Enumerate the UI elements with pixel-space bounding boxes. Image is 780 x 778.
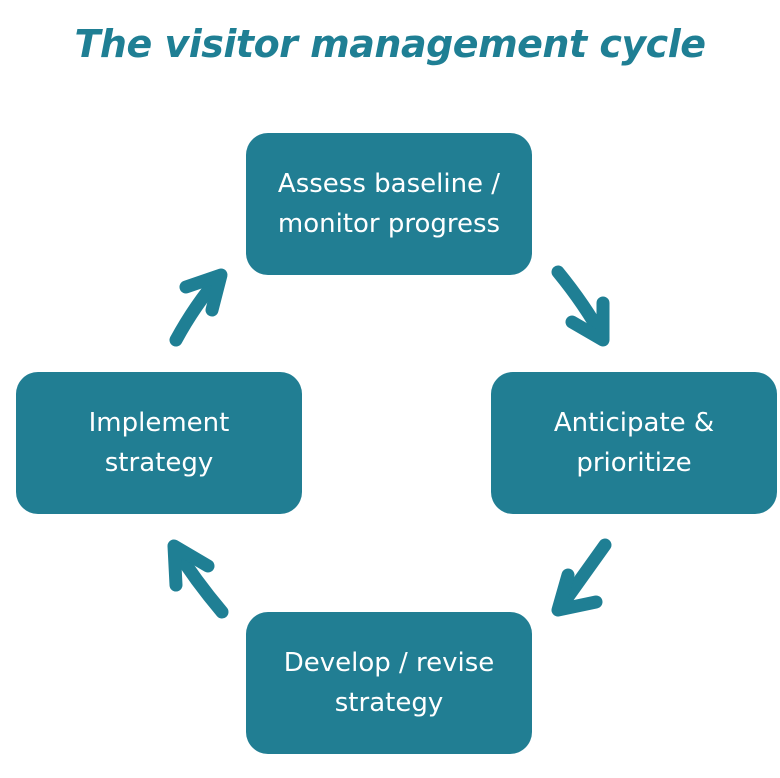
arrow-up-right-icon [169,268,228,347]
node-label-line: Assess baseline / [277,169,501,199]
node-assess-baseline: Assess baseline / monitor progress [246,133,532,275]
node-implement-strategy: Implement strategy [16,372,302,514]
node-label-line: Anticipate & [553,408,715,438]
node-label-line: monitor progress [277,209,501,239]
node-label-line: strategy [334,688,444,718]
arrow-up-left-icon [167,539,229,619]
diagram-title: The visitor management cycle [74,22,707,66]
arrow-down-right-icon [551,265,610,347]
node-label-line: Implement [88,408,230,438]
node-label-line: prioritize [576,448,692,478]
node-label-line: strategy [104,448,214,478]
node-develop-strategy: Develop / revise strategy [246,612,532,754]
node-label-line: Develop / revise [283,648,495,678]
node-anticipate-prioritize: Anticipate & prioritize [491,372,777,514]
arrow-down-left-icon [551,538,612,617]
